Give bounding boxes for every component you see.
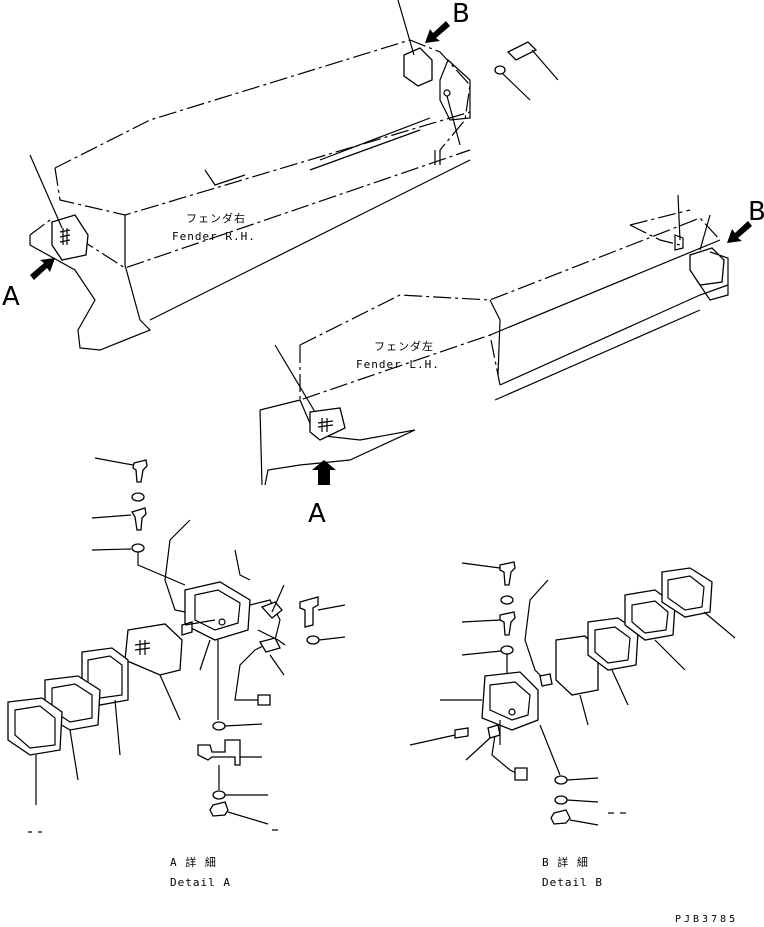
view-a-label-top: A	[2, 282, 20, 312]
view-b-label-top: B	[452, 0, 470, 29]
view-b-label-right: B	[748, 197, 764, 227]
detail-b-jp-label: B 詳 細	[542, 855, 589, 869]
fender-rh-jp-label: フェンダ右	[186, 211, 246, 225]
detail-b-exploded-view	[409, 561, 736, 826]
detail-b-en-label: Detail B	[542, 876, 603, 889]
detail-a-jp-label: A 詳 細	[170, 855, 217, 869]
fender-lh-assembly	[259, 194, 752, 486]
view-a-label-mid: A	[308, 499, 326, 529]
detail-a-en-label: Detail A	[170, 876, 231, 889]
detail-a-exploded-view	[7, 457, 346, 833]
fender-rh-en-label: Fender R.H.	[172, 230, 256, 243]
fender-lh-en-label: Fender L.H.	[356, 358, 440, 371]
fender-rh-assembly	[29, 0, 559, 351]
fender-lh-jp-label: フェンダ左	[374, 339, 434, 353]
drawing-code: PJB3785	[675, 914, 738, 925]
